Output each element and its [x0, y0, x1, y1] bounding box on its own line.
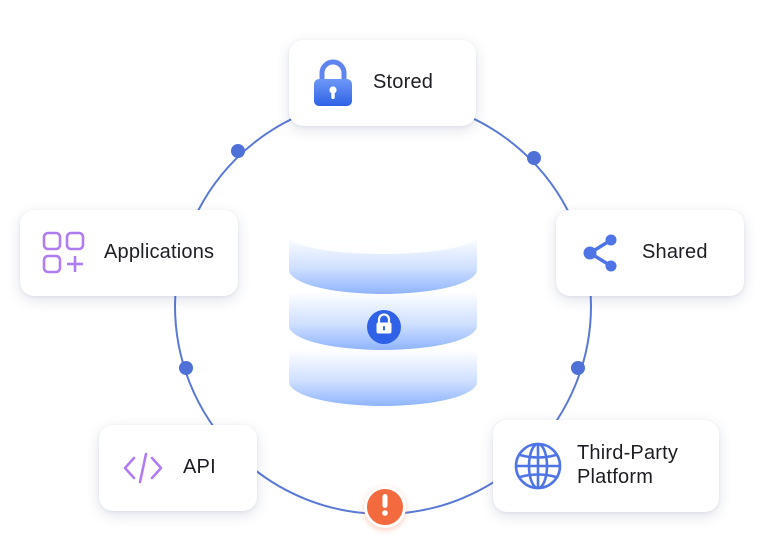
node-applications-label: Applications	[104, 241, 215, 264]
connector-dot	[179, 361, 193, 375]
node-third-party-label-line2: Platform	[577, 466, 654, 488]
node-third-party-label-line1: Third-Party	[577, 442, 679, 465]
code-brackets-icon	[123, 451, 163, 485]
node-stored-label: Stored	[373, 71, 434, 94]
node-applications: Applications	[20, 210, 238, 296]
share-icon	[582, 233, 620, 273]
node-shared-label: Shared	[642, 241, 708, 264]
database-lock-icon	[367, 310, 401, 344]
node-api-label: API	[183, 456, 216, 479]
exclamation-icon	[381, 493, 389, 521]
globe-icon	[513, 441, 563, 491]
node-stored: Stored	[289, 40, 476, 126]
database-layer-bottom	[289, 350, 477, 406]
ring-connector-dots	[179, 144, 585, 375]
connector-dot	[231, 144, 245, 158]
node-third-party-platform-label: Third-Party Platform	[577, 442, 678, 489]
padlock-icon	[313, 59, 353, 107]
apps-grid-icon	[42, 231, 86, 275]
connector-dot	[571, 361, 585, 375]
connector-dot	[527, 151, 541, 165]
alert-badge	[364, 486, 406, 528]
node-api: API	[99, 425, 257, 511]
node-shared: Shared	[556, 210, 744, 296]
node-third-party-platform: Third-Party Platform	[493, 420, 719, 512]
